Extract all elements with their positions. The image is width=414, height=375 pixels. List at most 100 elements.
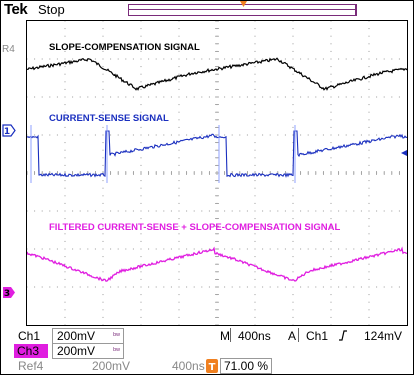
grid-dot — [368, 43, 370, 45]
grid-dot — [178, 157, 180, 159]
grid-dot — [368, 309, 370, 311]
grid-dot — [178, 73, 180, 75]
grid-dot — [155, 58, 157, 60]
grid-dot — [254, 43, 256, 45]
grid-dot — [64, 271, 66, 273]
grid-dot — [140, 240, 142, 242]
slope-trace-label: SLOPE-COMPENSATION SIGNAL — [49, 42, 200, 53]
grid-dot — [292, 119, 294, 121]
grid-dot — [41, 286, 43, 288]
grid-dot — [64, 316, 66, 318]
grid-dot — [239, 248, 241, 250]
filtered-trace-label: FILTERED CURRENT-SENSE + SLOPE-COMPENSAT… — [49, 222, 341, 233]
grid-dot — [132, 134, 134, 136]
trigger-level[interactable]: 124mV — [364, 329, 403, 343]
grid-dot — [140, 202, 142, 204]
grid-dot — [140, 187, 142, 189]
grid-dot — [231, 286, 233, 288]
grid-dot — [292, 111, 294, 113]
grid-dot — [360, 58, 362, 60]
grid-dot — [300, 248, 302, 250]
grid-dot — [391, 210, 393, 212]
ch1-marker-icon[interactable]: 1 — [2, 124, 16, 137]
grid-dot — [292, 271, 294, 273]
filtered-trace — [27, 246, 407, 282]
grid-dot — [315, 58, 317, 60]
ch3-marker-icon[interactable]: 3 — [2, 286, 16, 299]
grid-dot — [163, 248, 165, 250]
grid-dot — [284, 134, 286, 136]
grid-dot — [398, 58, 400, 60]
grid-dot — [368, 316, 370, 318]
grid-dot — [345, 248, 347, 250]
grid-dot — [34, 96, 36, 98]
grid-dot — [368, 240, 370, 242]
top-bar: Tek Stop — [0, 0, 414, 20]
grid-dot — [368, 149, 370, 151]
grid-dot — [186, 96, 188, 98]
grid-dot — [102, 142, 104, 144]
grid-dot — [178, 50, 180, 52]
grid-dot — [102, 187, 104, 189]
grid-dot — [368, 142, 370, 144]
ch1-bw-icon: ᵇʷ — [113, 331, 120, 340]
ch1-scale: 200mV — [57, 329, 96, 343]
grid-dot — [110, 58, 112, 60]
grid-dot — [353, 210, 355, 212]
ch1-name[interactable]: Ch1 — [18, 329, 41, 343]
grid-dot — [110, 96, 112, 98]
grid-dot — [292, 96, 294, 98]
grid-dot — [178, 28, 180, 30]
grid-dot — [239, 210, 241, 212]
grid-dot — [64, 248, 66, 250]
trigger-position-box[interactable]: 71.00 % — [220, 358, 272, 374]
grid-dot — [102, 210, 104, 212]
grid-dot — [140, 134, 142, 136]
grid-dot — [246, 248, 248, 250]
grid-dot — [178, 324, 180, 325]
grid-dot — [140, 195, 142, 197]
trigger-position: 71.00 % — [224, 359, 269, 373]
trigger-source[interactable]: Ch1 — [306, 329, 329, 343]
grid-dot — [330, 187, 332, 189]
grid-dot — [338, 248, 340, 250]
waveform-graticule[interactable]: SLOPE-COMPENSATION SIGNAL CURRENT-SENSE … — [26, 20, 408, 326]
grid-dot — [41, 210, 43, 212]
status-bar: Ch1 200mV ᵇʷ M 400ns A Ch1 124mV Ch3 200… — [0, 327, 414, 375]
grid-dot — [49, 248, 51, 250]
grid-dot — [330, 324, 332, 325]
grid-dot — [140, 126, 142, 128]
grid-dot — [102, 195, 104, 197]
ref4-name[interactable]: Ref4 — [18, 359, 44, 373]
grid-dot — [193, 58, 195, 60]
grid-dot — [330, 294, 332, 296]
grid-dot — [178, 294, 180, 296]
ch1-scale-box[interactable]: 200mV ᵇʷ — [52, 328, 124, 344]
grid-dot — [330, 142, 332, 144]
grid-dot — [338, 96, 340, 98]
timebase[interactable]: 400ns — [238, 329, 271, 343]
grid-dot — [277, 96, 279, 98]
grid-dot — [110, 286, 112, 288]
grid-dot — [292, 88, 294, 90]
grid-dot — [102, 309, 104, 311]
grid-dot — [368, 81, 370, 83]
grid-dot — [292, 58, 294, 60]
grid-dot — [102, 149, 104, 151]
grid-dot — [64, 195, 66, 197]
grid-dot — [140, 119, 142, 121]
grid-dot — [254, 66, 256, 68]
grid-dot — [368, 233, 370, 235]
ref4-marker[interactable]: R4 — [2, 44, 15, 55]
grid-dot — [148, 286, 150, 288]
grid-dot — [102, 180, 104, 182]
grid-dot — [383, 58, 385, 60]
grid-dot — [231, 96, 233, 98]
ch3-scale-box[interactable]: 200mV ᵇʷ — [52, 343, 124, 359]
grid-dot — [178, 233, 180, 235]
grid-dot — [330, 225, 332, 227]
ch3-name-chip[interactable]: Ch3 — [14, 344, 48, 358]
grid-dot — [79, 248, 81, 250]
grid-dot — [186, 134, 188, 136]
grid-dot — [140, 294, 142, 296]
